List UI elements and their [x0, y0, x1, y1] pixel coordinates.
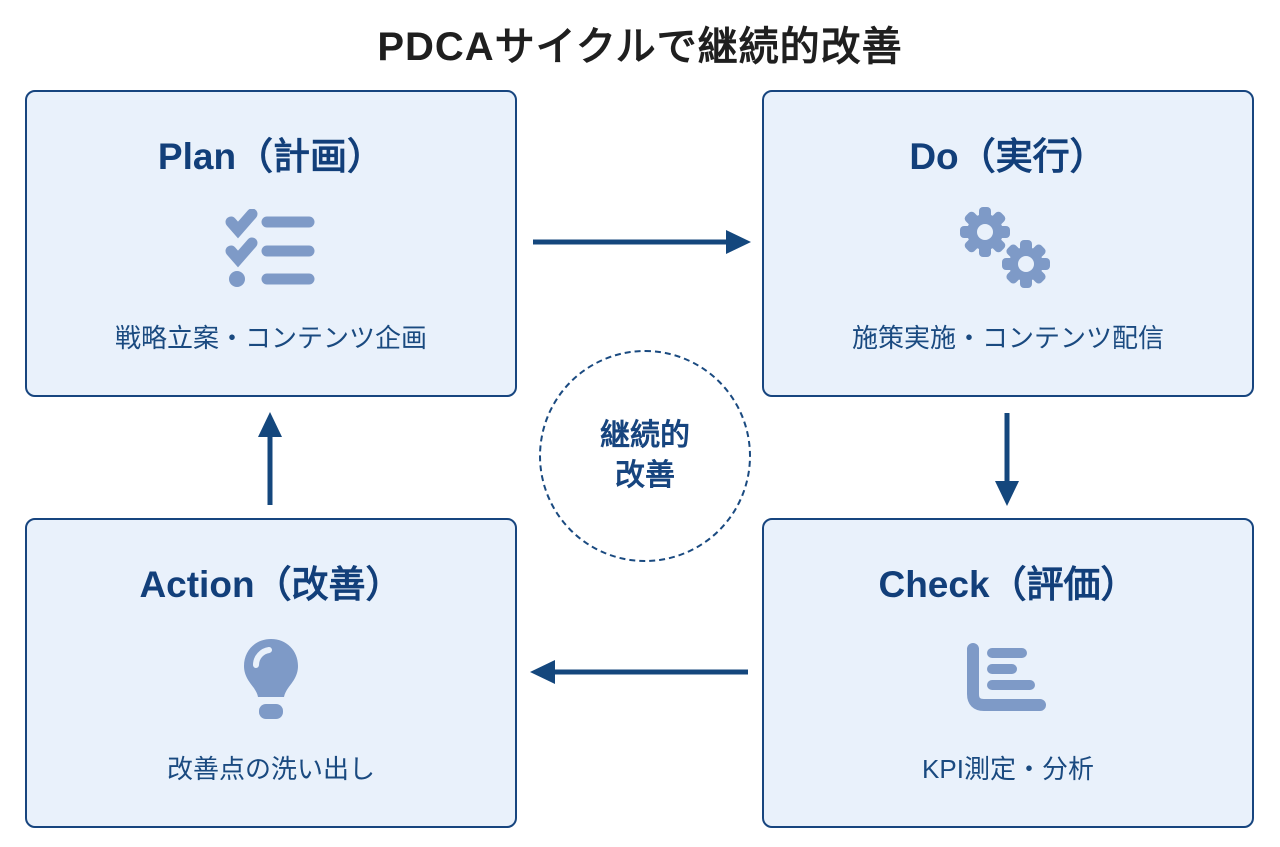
check-description: KPI測定・分析 — [922, 754, 1094, 784]
arrow-do-to-check — [995, 413, 1019, 506]
checklist-icon — [225, 201, 317, 297]
circle-label-line2: 改善 — [615, 459, 675, 492]
do-box: Do（実行） — [762, 90, 1254, 397]
circle-label-line1: 継続的 — [600, 418, 690, 452]
continuous-improvement-circle: 継続的 改善 — [539, 350, 751, 562]
plan-box: Plan（計画） 戦略立案・コンテンツ企画 — [25, 90, 517, 397]
do-heading: Do（実行） — [909, 136, 1107, 177]
arrow-action-to-plan — [258, 412, 282, 505]
arrow-check-to-action — [530, 660, 748, 684]
plan-heading: Plan（計画） — [157, 136, 385, 177]
action-heading: Action（改善） — [139, 564, 403, 605]
check-heading: Check（評価） — [878, 564, 1138, 605]
diagram-title: PDCAサイクルで継続的改善 — [377, 25, 903, 69]
check-box: Check（評価） KPI測定・分析 — [762, 518, 1254, 828]
lightbulb-icon — [236, 631, 306, 727]
do-description: 施策実施・コンテンツ配信 — [851, 323, 1164, 353]
action-box: Action（改善） 改善点の洗い出し — [25, 518, 517, 828]
arrow-plan-to-do — [533, 230, 751, 254]
plan-description: 戦略立案・コンテンツ企画 — [114, 323, 427, 353]
gears-icon — [958, 201, 1058, 297]
action-description: 改善点の洗い出し — [166, 754, 375, 784]
bar-chart-icon — [964, 631, 1052, 727]
